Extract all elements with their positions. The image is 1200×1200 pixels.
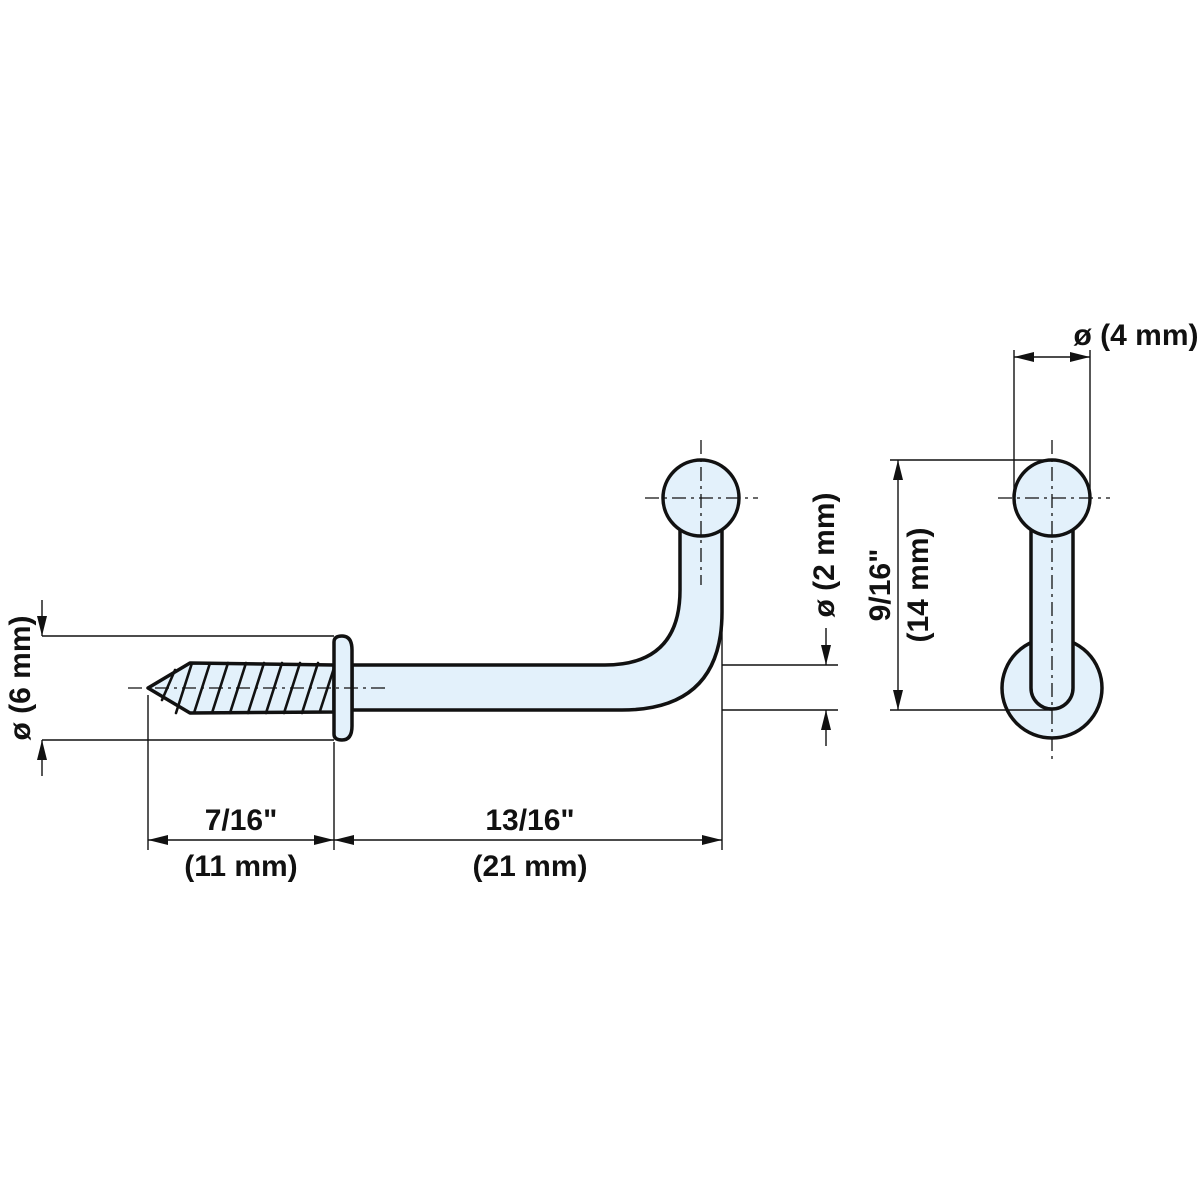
hook-length-imperial: 13/16" [485, 804, 574, 837]
height-metric-label: (14 mm) [902, 527, 935, 642]
ball-diameter-label: ø (4 mm) [1073, 319, 1198, 352]
height-imperial-label: 9/16" [864, 549, 897, 622]
side-view-dimensions [37, 600, 838, 850]
flange-washer [332, 634, 354, 742]
hook-length-metric: (21 mm) [472, 850, 587, 883]
shaft-diameter-label: ø (2 mm) [808, 492, 841, 617]
screw-length-metric: (11 mm) [184, 850, 297, 883]
front-view-dimensions [890, 350, 1091, 711]
hook-shaft [350, 518, 724, 712]
hook-side-view [128, 440, 758, 742]
hook-front-view [998, 440, 1110, 760]
flange-diameter-label: ø (6 mm) [4, 615, 37, 740]
screw-length-imperial: 7/16" [205, 804, 278, 837]
